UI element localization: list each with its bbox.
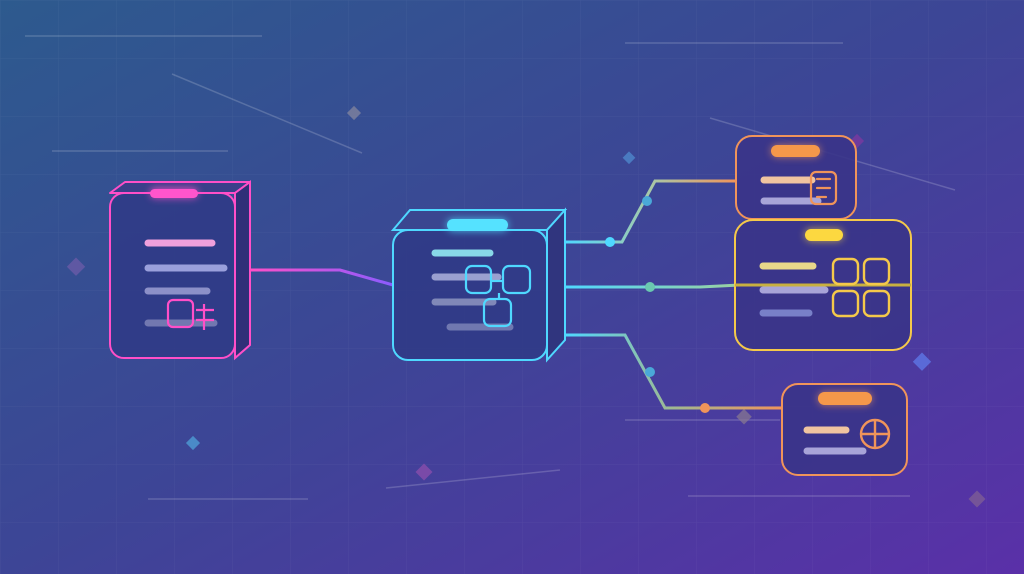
output-node-3[interactable] bbox=[781, 383, 908, 476]
grid-apps-icon bbox=[831, 257, 891, 318]
document-icon bbox=[809, 170, 838, 206]
status-pill bbox=[818, 392, 872, 405]
status-pill bbox=[805, 229, 843, 241]
decorations bbox=[25, 35, 956, 500]
status-pill bbox=[150, 189, 198, 198]
status-pill bbox=[447, 219, 508, 231]
hub-to-output-1-link bbox=[565, 179, 736, 244]
output-node-2[interactable] bbox=[734, 219, 912, 351]
crosshair-icon bbox=[859, 418, 891, 450]
hub-to-output-3-link bbox=[565, 333, 781, 410]
plug-grid-icon bbox=[166, 298, 214, 330]
source-to-hub-link bbox=[250, 268, 394, 287]
network-nodes-icon bbox=[464, 264, 532, 328]
hub-node[interactable] bbox=[390, 207, 568, 363]
status-pill bbox=[771, 145, 820, 157]
source-node[interactable] bbox=[109, 180, 251, 361]
connector-dots bbox=[605, 196, 710, 413]
output-node-1[interactable] bbox=[735, 135, 857, 220]
